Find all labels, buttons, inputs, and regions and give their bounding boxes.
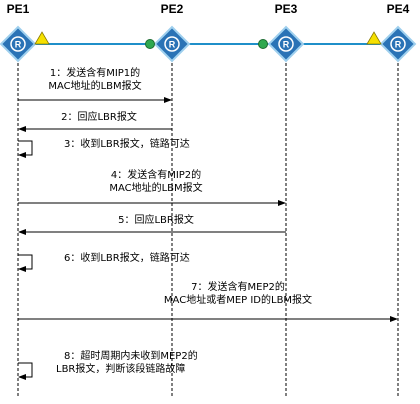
router-glyph: R xyxy=(169,40,176,50)
message-label: 8：超时周期内未收到MEP2的 xyxy=(64,349,198,362)
node-label-pe1: PE1 xyxy=(7,2,30,16)
node-label-pe3: PE3 xyxy=(275,2,298,16)
message-label: 3：收到LBR报文，链路可达 xyxy=(64,137,190,150)
self-message-arrow xyxy=(18,140,33,158)
message-label: 5：回应LBR报文 xyxy=(118,213,194,226)
mip-circle-icon xyxy=(145,39,155,49)
router-icon: R xyxy=(0,25,37,63)
self-message-arrow xyxy=(18,254,33,272)
router-glyph: R xyxy=(15,40,22,50)
router-icon: R xyxy=(379,25,417,63)
mep-triangle-icon xyxy=(366,31,382,45)
message-label: 6：收到LBR报文，链路可达 xyxy=(64,251,190,264)
message-label: 7：发送含有MEP2的 xyxy=(191,280,285,293)
message-label: LBR报文，判断该段链路故障 xyxy=(56,362,185,375)
message-label: 2：回应LBR报文 xyxy=(61,110,137,123)
router-glyph: R xyxy=(395,40,402,50)
message-label: MAC地址或者MEP ID的LBM报文 xyxy=(164,293,312,306)
self-message-arrow xyxy=(18,362,33,380)
router-icon: R xyxy=(267,25,305,63)
message-label: MAC地址的LBM报文 xyxy=(109,181,202,194)
mep-triangle-icon xyxy=(34,31,50,45)
message-label: MAC地址的LBM报文 xyxy=(48,79,141,92)
router-icon: R xyxy=(153,25,191,63)
node-label-pe4: PE4 xyxy=(387,2,410,16)
message-label: 4：发送含有MIP2的 xyxy=(111,168,201,181)
node-label-pe2: PE2 xyxy=(161,2,184,16)
mip-circle-icon xyxy=(258,39,268,49)
message-label: 1：发送含有MIP1的 xyxy=(50,66,140,79)
router-glyph: R xyxy=(283,40,290,50)
